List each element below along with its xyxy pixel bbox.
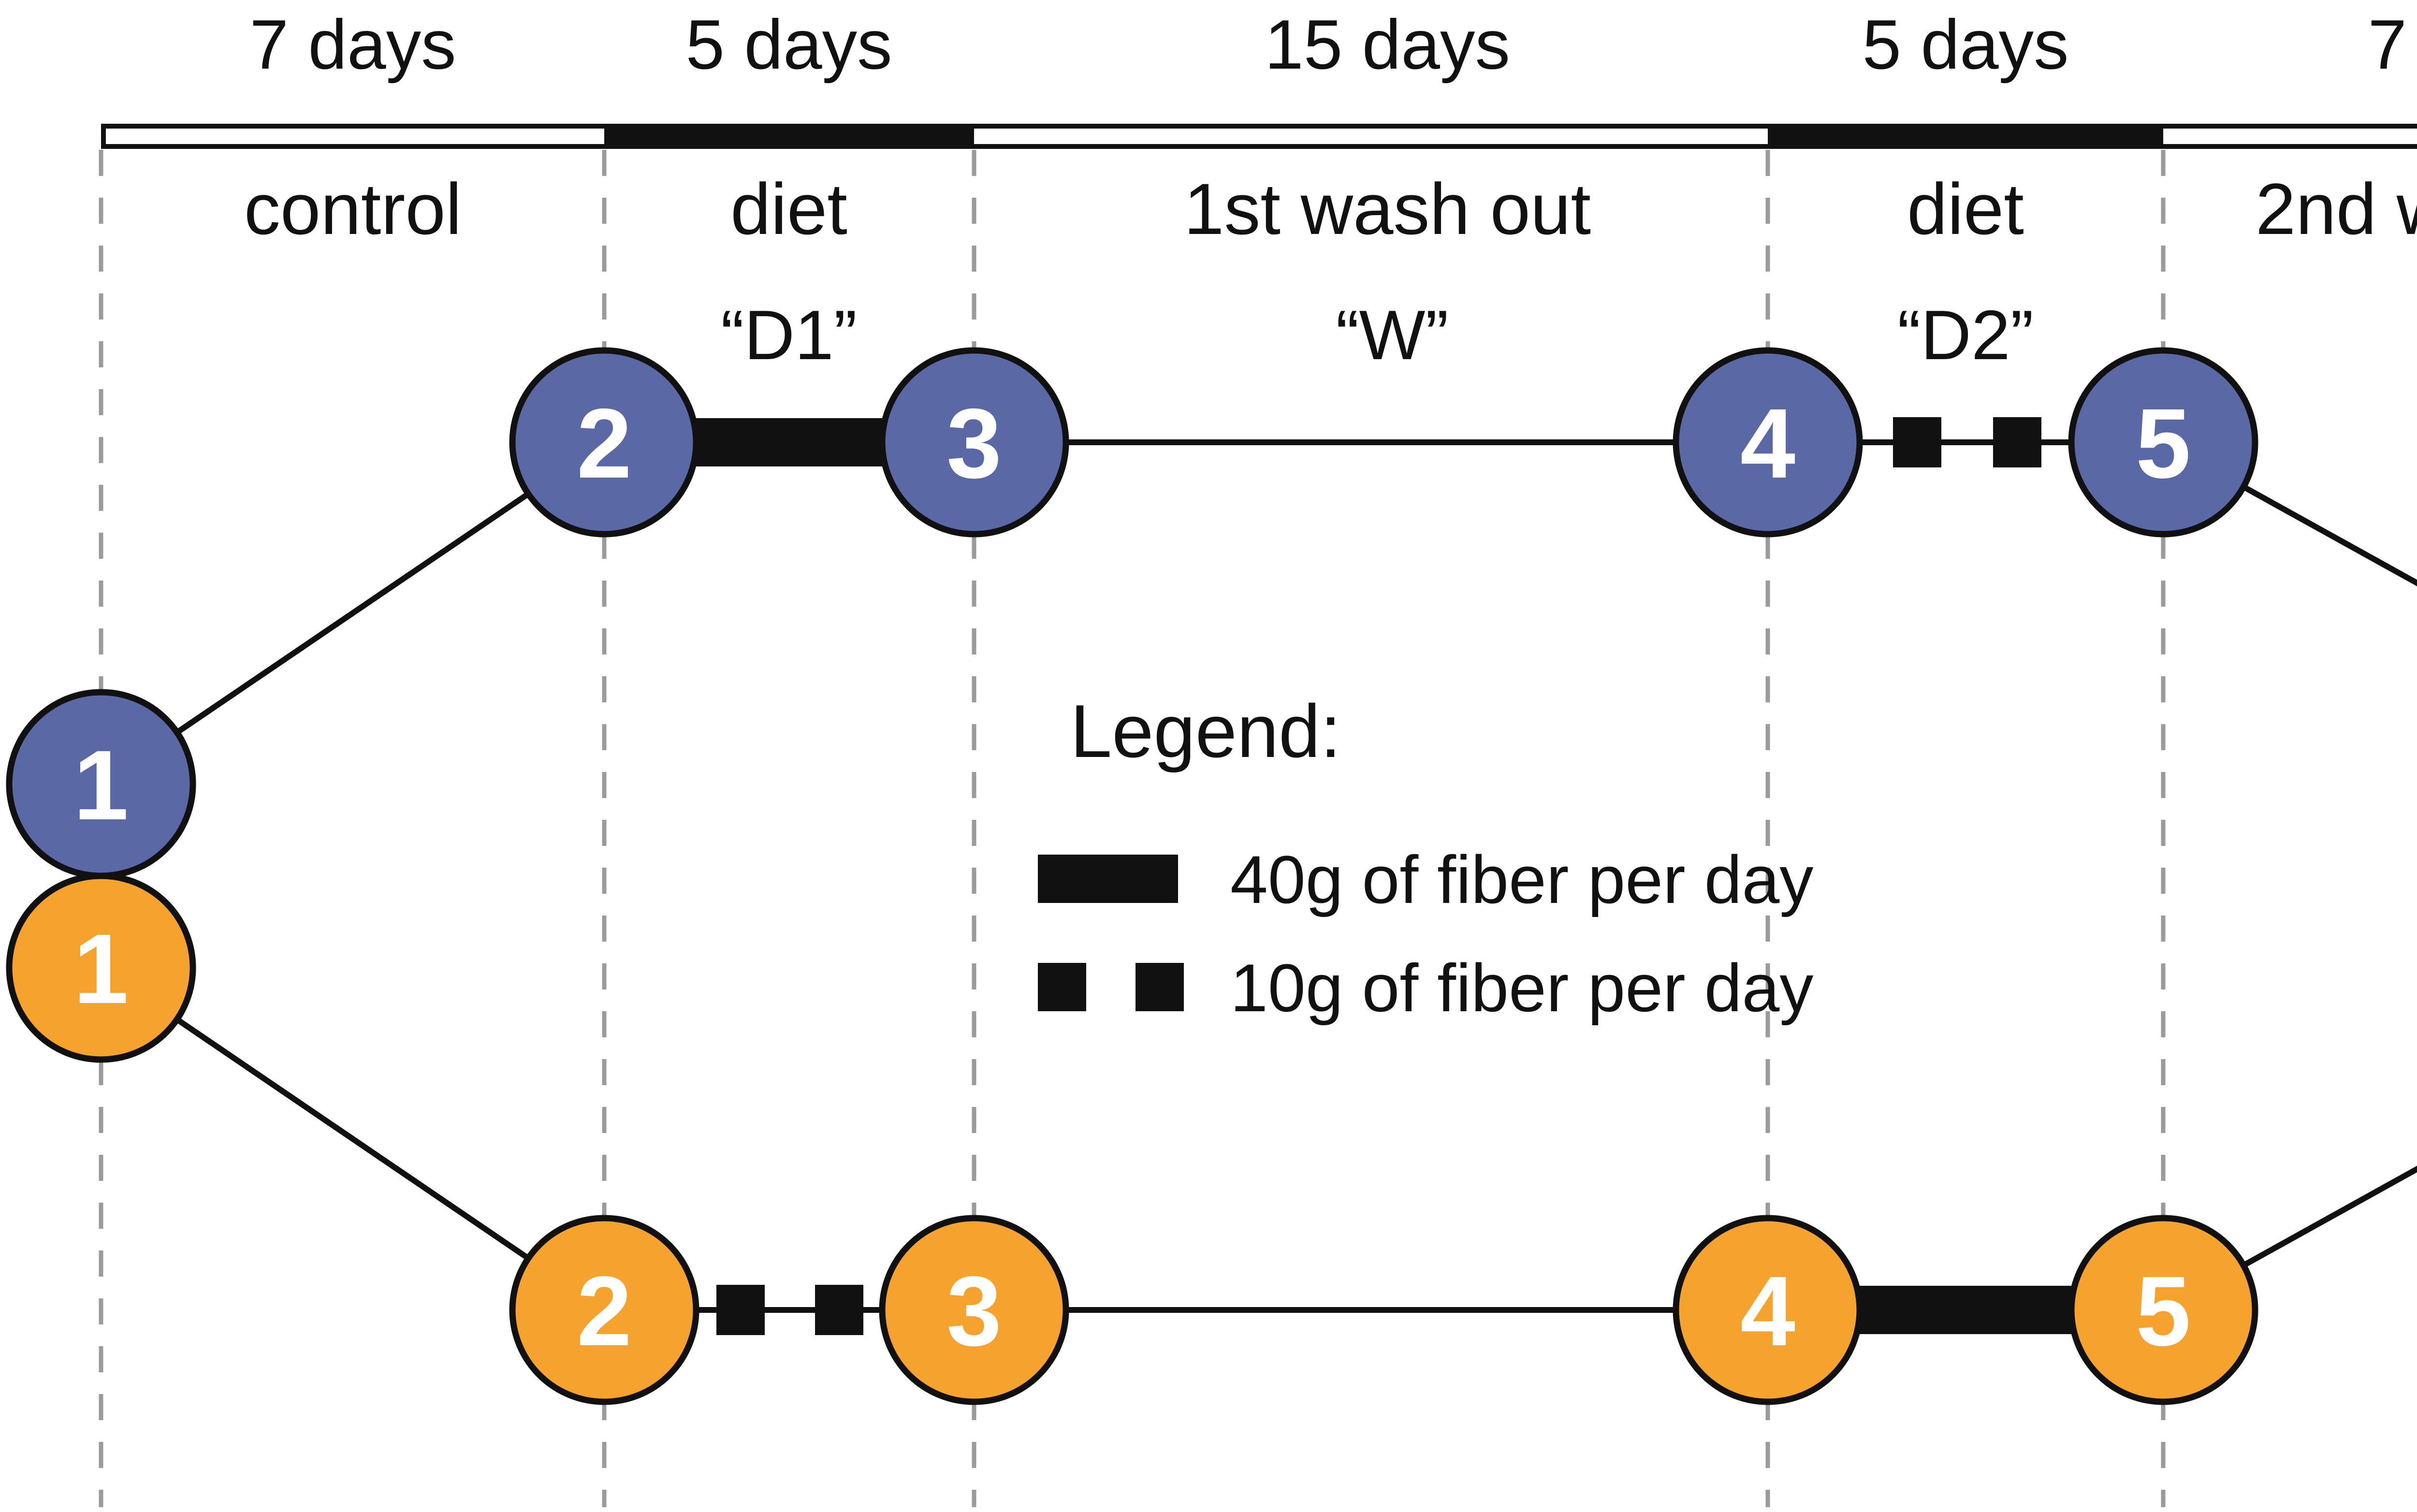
legend-swatch-40g-bar [1038,855,1178,903]
node-bottom-3 [879,1215,1069,1405]
timepoint-bottom-3: 3 [879,1215,1069,1405]
fiber10-dash-bottom-b [815,1285,863,1335]
timeline-diet1-segment [604,124,974,149]
node-top-5 [2068,347,2258,538]
timepoint-bottom-4: 4 [1673,1215,1863,1405]
timepoint-top-2: 2 [509,347,699,538]
arm-bottom-nodes: 1 2 3 4 5 6 [6,872,2258,1405]
phase-label-diet1: diet [730,168,847,249]
node-top-5-number: 5 [2136,388,2191,499]
legend: Legend: 40g of fiber per day 10g of fibe… [1038,689,1813,1026]
legend-label-40g: 40g of fiber per day [1230,842,1813,917]
node-bottom-4-number: 4 [1740,1256,1795,1367]
node-top-2 [509,347,699,538]
legend-title: Legend: [1070,689,1341,773]
node-bottom-4 [1673,1215,1863,1405]
duration-label-washout2: 7 days [2368,5,2417,84]
node-top-3-number: 3 [946,388,1002,499]
timeline-bar [101,124,2417,149]
fiber10-dash-top-a [1893,417,1941,467]
duration-label-diet1: 5 days [685,5,892,84]
timepoint-top-3: 3 [879,347,1069,538]
connector-top-1-2 [99,440,606,786]
legend-swatch-10g-dash-b [1136,963,1184,1011]
duration-label-washout1: 15 days [1265,5,1510,84]
fiber10-dash-bottom-a [716,1285,765,1335]
arm-top-nodes: 1 2 3 4 5 6 [6,347,2258,879]
connector-top-5-6 [2162,439,2417,586]
timepoint-top-5: 5 [2068,347,2258,538]
node-top-2-number: 2 [577,388,632,499]
duration-label-diet2: 5 days [1862,5,2068,84]
node-top-4-number: 4 [1740,388,1795,499]
phase-label-washout2: 2nd wash out [2256,168,2417,249]
timepoint-top-1: 1 [6,689,196,879]
node-bottom-1-number: 1 [73,914,129,1024]
timeline-diet2-segment [1768,124,2163,149]
duration-label-control: 7 days [249,5,456,84]
phase-row: control diet 1st wash out diet 2nd wash … [244,168,2417,249]
legend-label-10g: 10g of fiber per day [1230,950,1813,1026]
duration-row: 7 days 5 days 15 days 5 days 7 days [249,5,2417,84]
timepoint-bottom-1: 1 [6,872,196,1063]
timepoint-top-4: 4 [1673,347,1863,538]
phase-label-washout1: 1st wash out [1184,168,1591,249]
code-label-d1: “D1” [721,296,857,374]
code-row: “D1” “W” “D2” [721,296,2034,374]
code-label-w: “W” [1336,296,1448,374]
fiber10-dash-top-b [1993,417,2041,467]
connector-bottom-1-2 [99,965,606,1312]
node-bottom-5 [2068,1215,2258,1405]
node-bottom-2-number: 2 [577,1256,632,1367]
legend-swatch-10g-dash-a [1038,963,1086,1011]
phase-label-diet2: diet [1907,168,2024,249]
phase-label-control: control [244,168,462,249]
node-top-1-number: 1 [73,730,129,841]
node-top-3 [879,347,1069,538]
timepoint-bottom-5: 5 [2068,1215,2258,1405]
code-label-d2: “D2” [1897,296,2034,374]
node-bottom-2 [509,1215,699,1405]
node-bottom-5-number: 5 [2136,1256,2191,1367]
node-bottom-3-number: 3 [946,1256,1002,1367]
node-bottom-1 [6,872,196,1063]
node-top-4 [1673,347,1863,538]
timepoint-bottom-2: 2 [509,1215,699,1405]
connector-bottom-5-6 [2162,1165,2417,1313]
